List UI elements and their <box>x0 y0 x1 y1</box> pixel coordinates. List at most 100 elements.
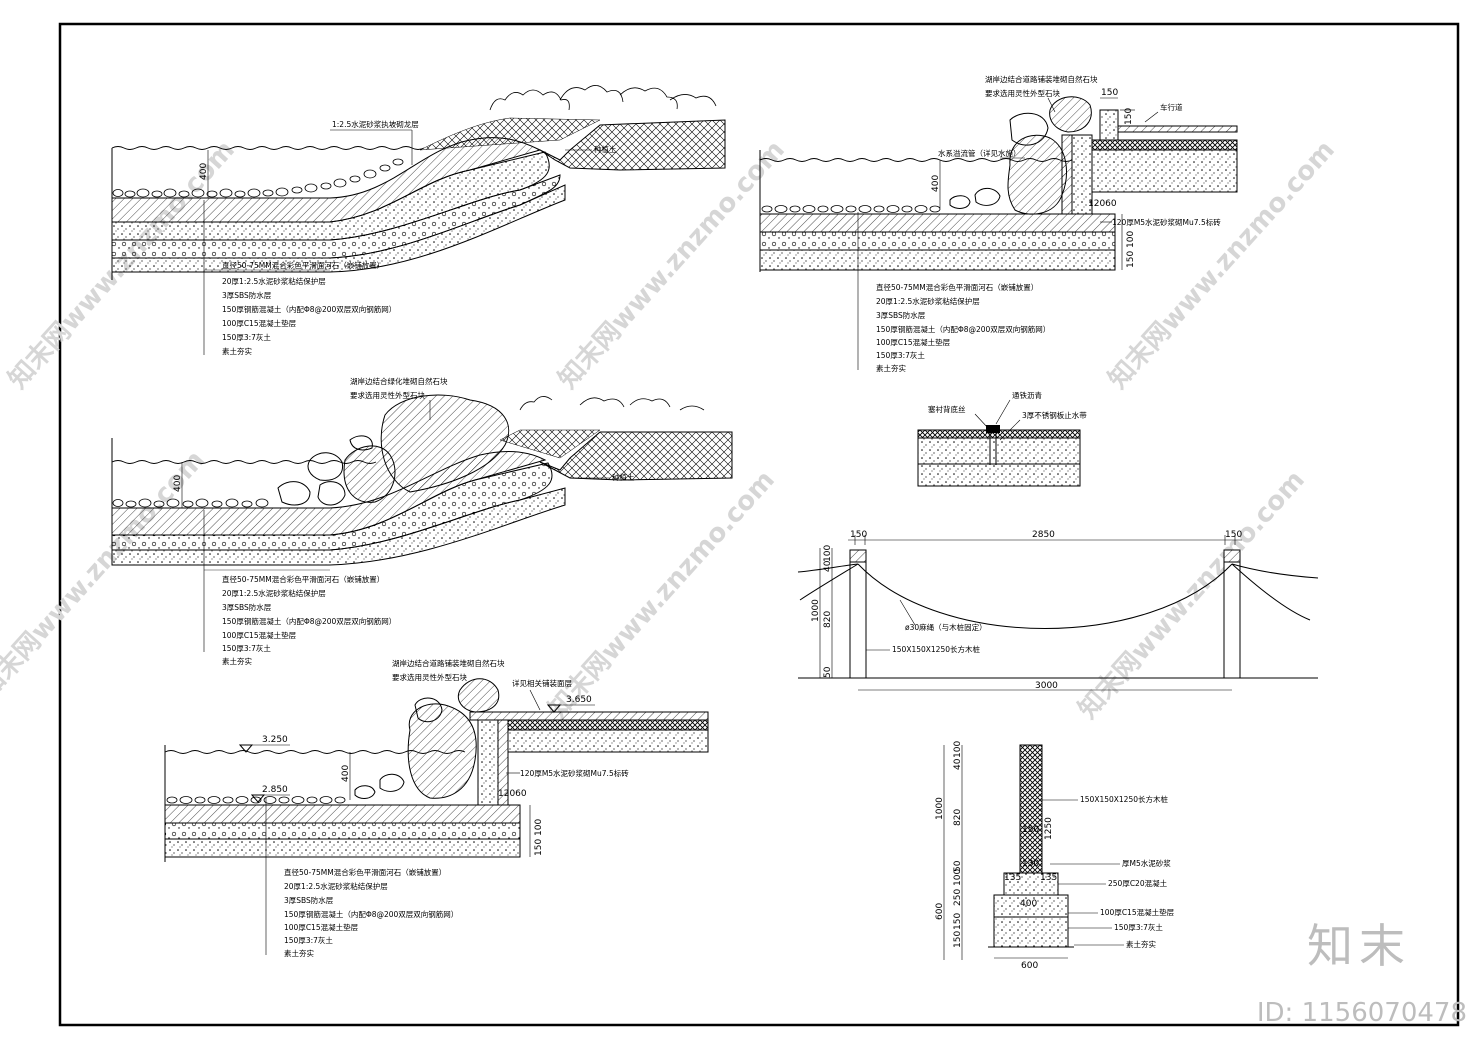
s4-layer-list: 直径50-75MM混合彩色平滑面河石（嵌铺放置） 20厚1:2.5水泥砂浆粘结保… <box>876 282 1050 373</box>
outer-frame <box>58 22 1460 1027</box>
s3-elev-bottom: 2.850 <box>262 785 288 795</box>
s2-layer-4: 150厚钢筋混凝土（内配Φ8@200双层双向钢筋网） <box>222 616 396 626</box>
post-label-130: 130 <box>1022 859 1039 869</box>
s4-layer-5: 100厚C15混凝土垫层 <box>876 337 951 347</box>
post-dim-1000: 1000 <box>935 797 945 820</box>
post-layer-4: 150厚3:7灰土 <box>1114 922 1163 932</box>
s4-dim-curb-h: 150 <box>1124 108 1134 125</box>
s3-rock-note-1: 湖岸边结合道路铺装堆砌自然石块 <box>392 658 505 668</box>
post-dim-100: 100 <box>953 741 963 758</box>
brand-logo: 知末 <box>1307 919 1411 973</box>
s2-layer-5: 100厚C15混凝土垫层 <box>222 630 297 640</box>
s4-water-depth: 400 <box>931 175 941 192</box>
joint-label-left: 塞衬背底丝 <box>928 404 966 414</box>
fence-top-dim-mid: 2850 <box>1032 530 1055 540</box>
post-base-dim-left: 135 <box>1004 873 1021 883</box>
s4-dim-curb: 150 <box>1101 88 1118 98</box>
s2-water-depth: 400 <box>173 475 183 492</box>
s3-rock-note-2: 要求选用灵性外型石块 <box>392 672 467 682</box>
post-layer-5: 素土夯实 <box>1126 939 1156 949</box>
s3-layer-5: 100厚C15混凝土垫层 <box>284 922 359 932</box>
s3-elev-water: 3.250 <box>262 735 288 745</box>
s3-layer-6: 150厚3:7灰土 <box>284 935 333 945</box>
s4-wall-note: 120厚M5水泥砂浆砌Mu7.5标砖 <box>1112 217 1221 227</box>
s2-layer-7: 素土夯实 <box>222 656 252 666</box>
fence-h-total: 1000 <box>811 599 821 622</box>
s2-rock-note-1: 湖岸边结合绿化堆砌自然石块 <box>350 376 448 386</box>
post-dim-820: 820 <box>953 809 963 826</box>
s3-elev-top: 3.650 <box>566 695 592 705</box>
fence-h-100: 100 <box>823 545 833 562</box>
fence-h-820: 820 <box>823 611 833 628</box>
post-base-dim-right: 135 <box>1040 873 1057 883</box>
post-label-1250: 1250 <box>1044 817 1054 840</box>
s4-pipe-note: 水系溢流管（详见水施） <box>938 148 1021 158</box>
s4-dim-side-2: 100 <box>1126 231 1136 248</box>
post-bottom-dim: 600 <box>1021 961 1038 971</box>
s2-layer-1: 直径50-75MM混合彩色平滑面河石（嵌铺放置） <box>222 574 384 584</box>
s4-layer-1: 直径50-75MM混合彩色平滑面河石（嵌铺放置） <box>876 282 1038 292</box>
post-dim-50: 50 <box>953 860 963 872</box>
fence-post-note: 150X150X1250长方木桩 <box>892 644 980 654</box>
s1-layer-list: 直径50-75MM混合彩色平滑面河石（嵌铺放置） 20厚1:2.5水泥砂浆粘结保… <box>204 260 396 356</box>
s1-layer-6: 150厚3:7灰土 <box>222 332 271 342</box>
s2-layer-list: 直径50-75MM混合彩色平滑面河石（嵌铺放置） 20厚1:2.5水泥砂浆粘结保… <box>204 569 396 666</box>
post-layer-1: 厚M5水泥砂浆 <box>1122 858 1171 868</box>
section-3-wall-bank: 3.250 2.850 3.650 400 湖岸边结合道路铺装堆砌自然石块 要求… <box>164 658 709 958</box>
s1-layer-5: 100厚C15混凝土垫层 <box>222 318 297 328</box>
fence-bottom-dim: 3000 <box>1035 681 1058 691</box>
s3-layer-4: 150厚钢筋混凝土（内配Φ8@200双层双向钢筋网） <box>284 909 458 919</box>
post-note: 150X150X1250长方木桩 <box>1080 794 1168 804</box>
s1-layer-2: 20厚1:2.5水泥砂浆粘结保护层 <box>222 276 326 286</box>
post-layer-2: 250厚C20混凝土 <box>1108 878 1168 888</box>
s4-rock-note-2: 要求选用灵性外型石块 <box>985 88 1060 98</box>
post-dim-600: 600 <box>935 903 945 920</box>
s4-rock-note-1: 湖岸边结合道路铺装堆砌自然石块 <box>985 74 1098 84</box>
s4-layer-4: 150厚钢筋混凝土（内配Φ8@200双层双向钢筋网） <box>876 324 1050 334</box>
post-dim-40: 40 <box>953 758 963 770</box>
s1-layer-3: 3厚SBS防水层 <box>222 290 272 300</box>
post-base-dim-mid: 400 <box>1020 899 1037 909</box>
s1-layer-7: 素土夯实 <box>222 346 252 356</box>
s2-layer-2: 20厚1:2.5水泥砂浆粘结保护层 <box>222 588 326 598</box>
s3-dim-wall: 12060 <box>498 789 527 799</box>
s3-dim-side-2: 100 <box>534 819 544 836</box>
s1-layer-4: 150厚钢筋混凝土（内配Φ8@200双层双向钢筋网） <box>222 304 396 314</box>
joint-label-right: 3厚不锈钢板止水带 <box>1022 410 1087 420</box>
s2-layer-6: 150厚3:7灰土 <box>222 643 271 653</box>
s2-soil-label: 种植土 <box>612 472 635 482</box>
post-dim-250: 250 <box>953 889 963 906</box>
s3-layer-1: 直径50-75MM混合彩色平滑面河石（嵌铺放置） <box>284 867 446 877</box>
section-1-natural-bank: 400 1:2.5水泥砂浆执坡砌龙层 种植土 直径50-75MM混合彩色平滑面河… <box>111 85 726 356</box>
s2-layer-3: 3厚SBS防水层 <box>222 602 272 612</box>
fence-rope-note: ø30麻绳（与木桩固定） <box>905 622 987 632</box>
s1-water-depth: 400 <box>199 163 209 180</box>
s1-top-note: 1:2.5水泥砂浆执坡砌龙层 <box>332 119 419 129</box>
post-label-150: 150 <box>1022 825 1039 835</box>
s3-layer-list: 直径50-75MM混合彩色平滑面河石（嵌铺放置） 20厚1:2.5水泥砂浆粘结保… <box>284 867 458 958</box>
fence-top-dim-left: 150 <box>850 530 867 540</box>
s3-wall-note: 120厚M5水泥砂浆砌Mu7.5标砖 <box>520 768 629 778</box>
joint-label-top: 通铁沥青 <box>1012 390 1042 400</box>
s4-dim-wall: 12060 <box>1088 199 1117 209</box>
s2-rock-note-2: 要求选用灵性外型石块 <box>350 390 425 400</box>
rope-fence-elevation: 150 2850 150 3000 1000 820 100 40 50 ø30… <box>797 530 1319 691</box>
fence-top-dim-right: 150 <box>1225 530 1242 540</box>
s4-dim-side-1: 150 <box>1126 251 1136 268</box>
document-id: ID: 1156070478 <box>1256 998 1467 1028</box>
s3-dim-side-1: 150 <box>534 839 544 856</box>
s3-layer-3: 3厚SBS防水层 <box>284 895 334 905</box>
s3-layer-2: 20厚1:2.5水泥砂浆粘结保护层 <box>284 881 388 891</box>
s3-paving-note: 详见相关铺装面层 <box>512 678 572 688</box>
s4-layer-2: 20厚1:2.5水泥砂浆粘结保护层 <box>876 296 980 306</box>
s3-water-depth: 400 <box>341 765 351 782</box>
watermark-5: 知末网www.znzmo.com <box>543 465 781 725</box>
post-layer-3: 100厚C15混凝土垫层 <box>1100 907 1175 917</box>
s1-soil-label: 种植土 <box>594 144 617 154</box>
fence-h-50: 50 <box>823 666 833 678</box>
s4-layer-3: 3厚SBS防水层 <box>876 310 926 320</box>
s3-layer-7: 素土夯实 <box>284 948 314 958</box>
post-dim-100b: 100 <box>953 869 963 886</box>
s4-curb-label: 车行道 <box>1160 102 1183 112</box>
